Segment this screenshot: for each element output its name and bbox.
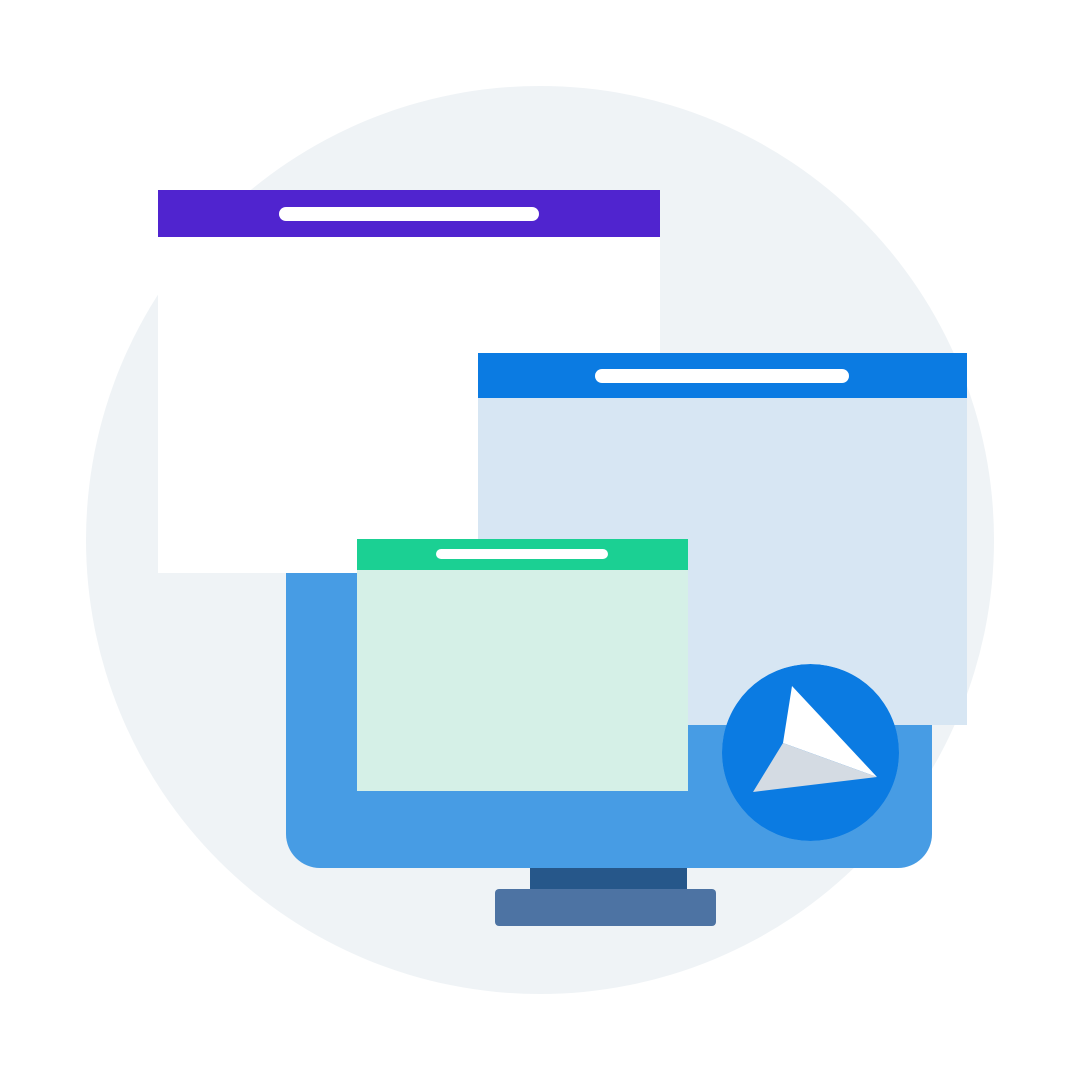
paper-plane-shadow [753, 743, 877, 792]
paper-plane-icon [722, 664, 899, 841]
monitor-neck [530, 868, 687, 892]
window-titlebar [478, 353, 967, 398]
address-bar [595, 369, 849, 383]
window-body [357, 570, 688, 791]
monitor-stand [495, 889, 716, 926]
window-titlebar [357, 539, 688, 570]
window-titlebar [158, 190, 660, 237]
address-bar [279, 207, 539, 221]
paper-plane-wing [783, 686, 877, 777]
address-bar [436, 549, 608, 559]
browser-window-green [357, 539, 688, 791]
